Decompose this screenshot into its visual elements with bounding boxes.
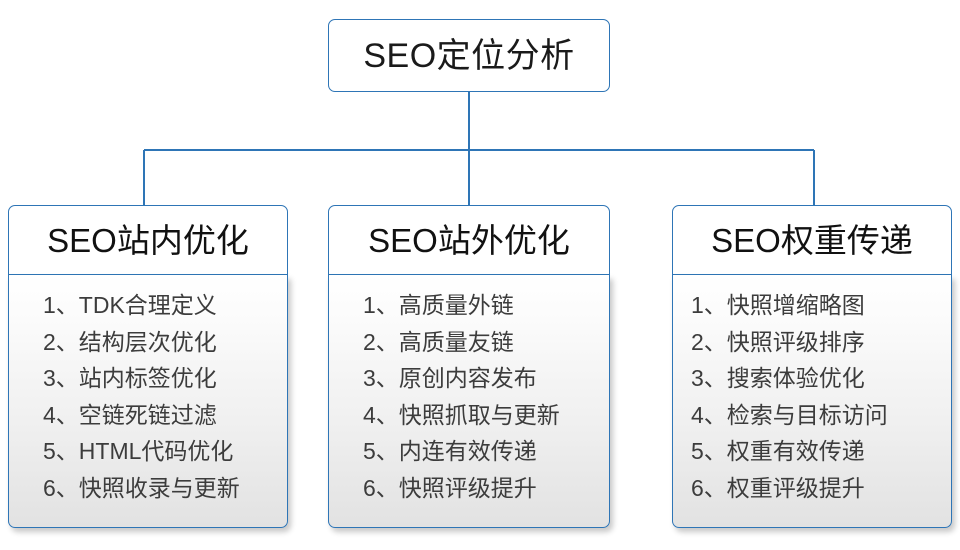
list-item: 5、内连有效传递: [363, 438, 537, 464]
list-item: 5、HTML代码优化: [43, 438, 234, 464]
branch-seo-onsite: SEO站内优化 1、TDK合理定义 2、结构层次优化 3、站内标签优化 4、空链…: [8, 205, 288, 528]
list-item: 1、高质量外链: [363, 292, 514, 318]
list-item: 3、站内标签优化: [43, 365, 217, 391]
list-item: 6、权重评级提升: [691, 474, 865, 501]
branch-header-3[interactable]: SEO权重传递: [672, 205, 952, 275]
list-item: 3、搜索体验优化: [691, 365, 865, 391]
branch-list-2: 1、高质量外链 2、高质量友链 3、原创内容发布 4、快照抓取与更新 5、内连有…: [328, 275, 610, 528]
list-item: 2、快照评级排序: [691, 328, 865, 355]
list-item: 6、快照收录与更新: [43, 474, 240, 501]
branch-list-1: 1、TDK合理定义 2、结构层次优化 3、站内标签优化 4、空链死链过滤 5、H…: [8, 275, 288, 528]
branch-seo-offsite: SEO站外优化 1、高质量外链 2、高质量友链 3、原创内容发布 4、快照抓取与…: [328, 205, 610, 528]
list-item: 4、空链死链过滤: [43, 401, 217, 428]
branch-list-3: 1、快照增缩略图 2、快照评级排序 3、搜索体验优化 4、检索与目标访问 5、权…: [672, 275, 952, 528]
root-node[interactable]: SEO定位分析: [328, 19, 610, 92]
branch-header-label-3: SEO权重传递: [711, 221, 913, 259]
branch-header-label-2: SEO站外优化: [368, 221, 570, 259]
branch-header-2[interactable]: SEO站外优化: [328, 205, 610, 275]
list-item: 3、原创内容发布: [363, 365, 537, 391]
branch-header-1[interactable]: SEO站内优化: [8, 205, 288, 275]
list-item: 6、快照评级提升: [363, 474, 537, 501]
list-item: 2、结构层次优化: [43, 328, 217, 355]
list-item: 1、快照增缩略图: [691, 292, 865, 318]
list-item: 5、权重有效传递: [691, 438, 865, 464]
branch-seo-weight-transfer: SEO权重传递 1、快照增缩略图 2、快照评级排序 3、搜索体验优化 4、检索与…: [672, 205, 952, 528]
root-node-label: SEO定位分析: [363, 36, 575, 75]
list-item: 1、TDK合理定义: [43, 292, 217, 318]
list-item: 2、高质量友链: [363, 328, 514, 355]
branch-header-label-1: SEO站内优化: [47, 221, 249, 259]
list-item: 4、快照抓取与更新: [363, 401, 560, 428]
list-item: 4、检索与目标访问: [691, 401, 888, 428]
